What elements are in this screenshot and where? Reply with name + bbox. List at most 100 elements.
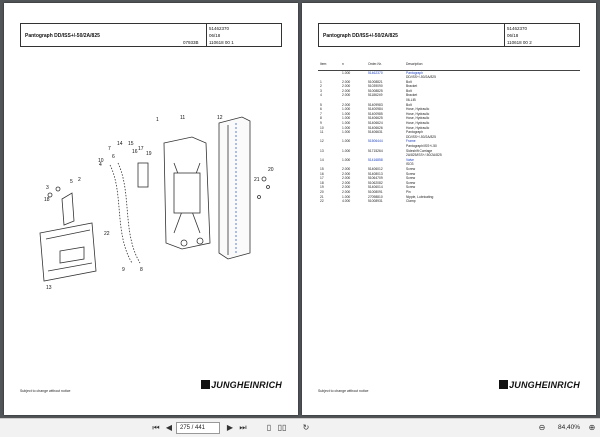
cell-description: Hose, Hydraulic: [406, 111, 430, 116]
cell-item: 11: [320, 130, 324, 135]
callout-14: 14: [117, 141, 123, 147]
date: 06/18: [209, 33, 221, 38]
rotate-icon[interactable]: ↻: [302, 423, 310, 432]
cell-item: 9: [320, 121, 322, 126]
table-row: ISO3: [318, 162, 580, 167]
cell-order-number: 51039090: [368, 84, 383, 89]
cell-order-number: 51400984: [368, 107, 383, 112]
cell-order-number: 51008821: [368, 79, 383, 84]
cell-description: Screw: [406, 166, 416, 171]
cell-order-number: 51406625: [368, 116, 383, 121]
cell-item: 13: [320, 148, 324, 153]
cell-quantity: 2.000: [342, 171, 351, 176]
cell-item: 10: [320, 125, 324, 130]
callout-20: 20: [268, 167, 274, 173]
cell-item: 3: [320, 88, 322, 93]
callout-13: 13: [46, 285, 52, 291]
table-row: 2A/825/ISS+/-50/2A/825: [318, 153, 580, 158]
cell-quantity: 1.000: [342, 194, 351, 199]
previous-page-icon[interactable]: ◀: [165, 423, 173, 432]
callout-4: 4: [99, 162, 102, 168]
callout-11: 11: [180, 115, 185, 121]
cell-order-number: 51400985: [368, 111, 383, 116]
pdf-viewer[interactable]: Pantograph DD/ISS+/-50/2A/825 51462370 0…: [0, 0, 600, 418]
cell-quantity: 2.000: [342, 93, 351, 98]
next-page-icon[interactable]: ▶: [226, 423, 234, 432]
table-row: DD/ISS+/-50/2A/825: [318, 135, 580, 140]
last-page-icon[interactable]: ⏭: [239, 423, 247, 432]
cell-description: 06-LIB: [406, 98, 416, 103]
cell-item: 20: [320, 189, 324, 194]
header-divider: [206, 24, 207, 46]
cell-item: 6: [320, 107, 322, 112]
cell-item: 2: [320, 84, 322, 89]
callout-6: 6: [112, 154, 115, 160]
viewer-toolbar: ⏮ ◀ 275 / 441 ▶ ⏭ ▯ ▯▯ ↻ ⊖ 84,40% ⊕: [0, 418, 600, 437]
col-header-n: n: [340, 60, 366, 71]
cell-description: DD/ISS+/-50/2A/825: [406, 75, 436, 80]
cell-quantity: 1.000: [342, 157, 351, 162]
col-header-item: Item: [318, 60, 340, 71]
callout-19: 19: [146, 151, 152, 157]
zoom-out-icon[interactable]: ⊖: [538, 423, 546, 432]
cell-order-number: 51406014: [368, 185, 383, 190]
cell-description: Hose, Hydraulic: [406, 116, 430, 121]
table-row: 06-LIB: [318, 98, 580, 103]
cell-order-number: 51406626: [368, 125, 383, 130]
cell-item: 18: [320, 180, 324, 185]
page-right: Pantograph DD/ISS+/-50/2A/825 51462370 0…: [302, 3, 596, 415]
cell-item: 5: [320, 102, 322, 107]
cell-quantity: 2.000: [342, 166, 351, 171]
cell-item: 1: [320, 79, 322, 84]
page-title: Pantograph DD/ISS+/-50/2A/825: [323, 33, 398, 39]
exploded-view-diagram: 1 2 3 4 5 6 7 8 9 10 11 12 13 14 15 16 1…: [39, 115, 274, 291]
zoom-level[interactable]: 84,40%: [558, 424, 581, 431]
callout-5: 5: [70, 179, 73, 185]
callout-21: 21: [254, 177, 260, 183]
cell-order-number: 51008091: [368, 189, 383, 194]
cell-quantity: 1.000: [342, 139, 351, 144]
first-page-icon[interactable]: ⏮: [152, 423, 160, 432]
cell-order-number: 51406631: [368, 130, 383, 135]
cell-quantity: 2.000: [342, 176, 351, 181]
cell-description: Hose, Hydraulic: [406, 125, 430, 130]
table-row: Pantograph/ISS+/-50: [318, 144, 580, 149]
jungheinrich-logo: JUNGHEINRICH: [499, 380, 580, 390]
two-page-view-icon[interactable]: ▯▯: [277, 423, 287, 432]
cell-order-number: 51715264: [368, 148, 383, 153]
cell-description: Sideshift Carriage: [406, 148, 433, 153]
cell-quantity: 2.000: [342, 88, 351, 93]
page-number-input[interactable]: 275 / 441: [176, 422, 220, 434]
cell-quantity: 1.000: [342, 116, 351, 121]
single-page-view-icon[interactable]: ▯: [266, 423, 272, 432]
drawing-code: 07933B: [183, 40, 199, 45]
zoom-in-icon[interactable]: ⊕: [588, 423, 596, 432]
cell-item: 17: [320, 176, 324, 181]
cell-order-number: 51406012: [368, 166, 383, 171]
cell-order-number: 51008931: [368, 199, 383, 204]
cell-description: 2A/825/ISS+/-50/2A/825: [406, 153, 442, 158]
cell-description: Nipple, Lubricating: [406, 194, 434, 199]
cell-item: 7: [320, 111, 322, 116]
cell-description: Screw: [406, 180, 416, 185]
callout-17: 17: [138, 146, 144, 152]
cell-description: Bolt: [406, 102, 412, 107]
cell-quantity: 4.000: [342, 199, 351, 204]
cell-item: 14: [320, 157, 324, 162]
part-number: 51462370: [507, 26, 528, 31]
jungheinrich-logo: JUNGHEINRICH: [201, 380, 282, 390]
cell-item: 22: [320, 199, 324, 204]
callout-10: 10: [98, 158, 104, 164]
callout-12: 12: [217, 115, 223, 121]
